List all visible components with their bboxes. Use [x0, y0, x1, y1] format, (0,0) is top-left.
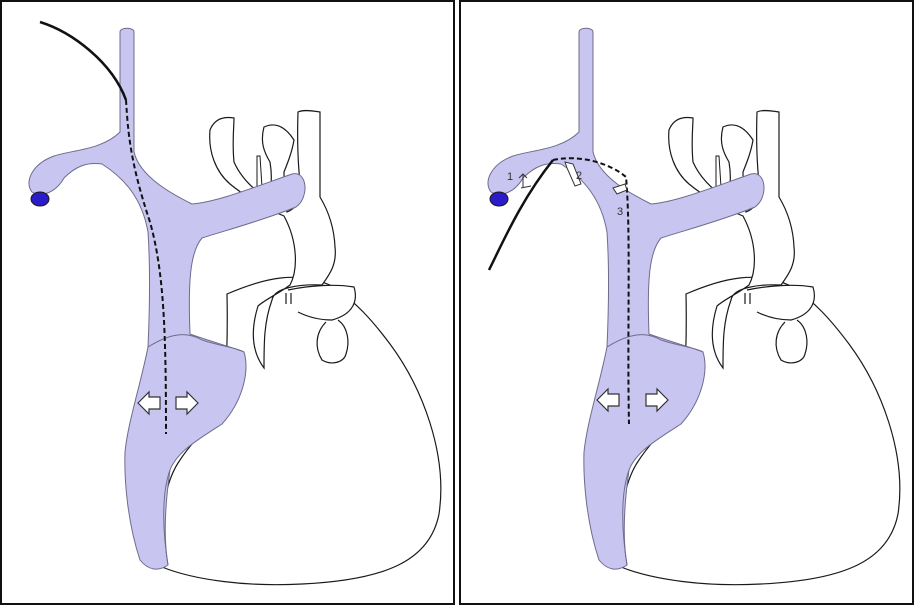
heart-diagram-right: 1 2 3 — [461, 2, 912, 603]
pulmonary-trunk — [776, 320, 807, 363]
heart-diagram-left — [2, 2, 453, 603]
step-label-2: 2 — [576, 170, 582, 182]
vessel-clip — [716, 156, 721, 187]
vessel-opening — [31, 192, 49, 206]
step-label-3: 3 — [617, 206, 623, 218]
panel-left — [0, 0, 455, 605]
vessel-opening — [490, 192, 508, 206]
catheter — [40, 22, 126, 100]
pulmonary-trunk — [317, 320, 348, 363]
vessel-clip — [257, 156, 262, 187]
step-label-1: 1 — [507, 171, 513, 183]
panel-right: 1 2 3 — [459, 0, 914, 605]
